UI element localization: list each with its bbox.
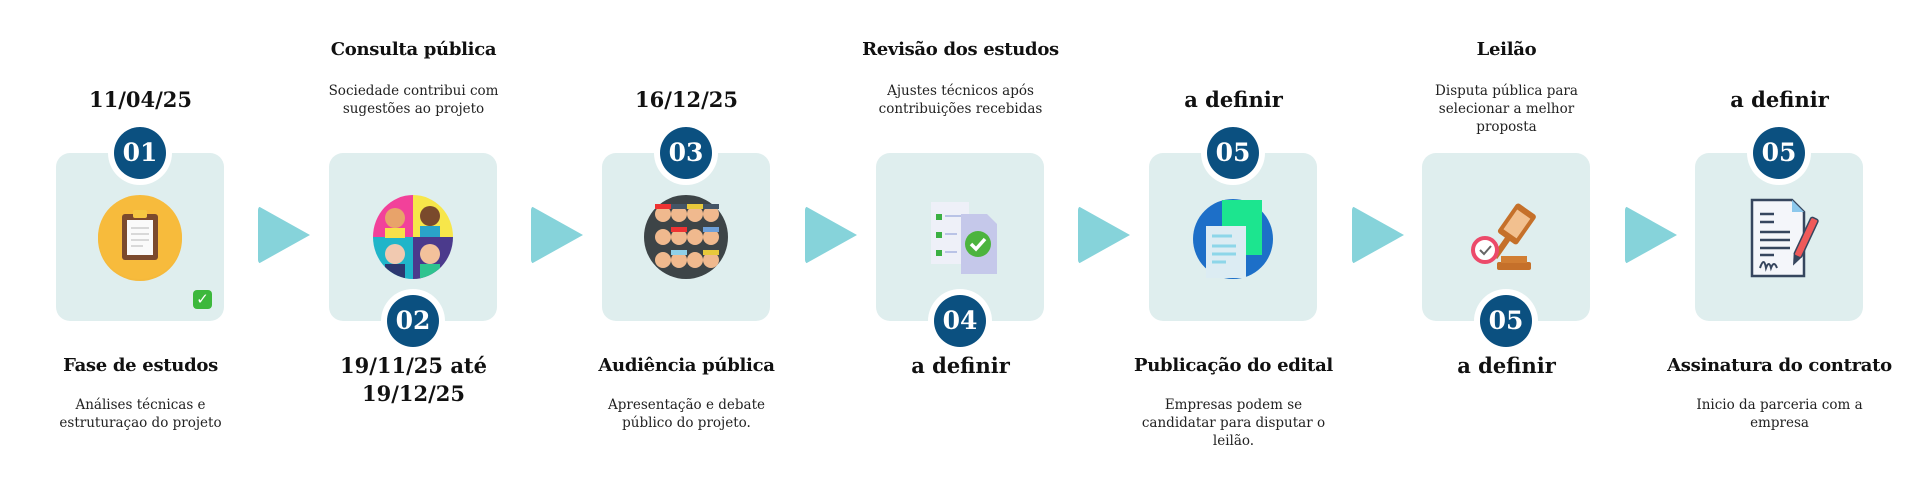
auction-gavel-icon <box>1471 203 1536 270</box>
step-title: Consulta pública <box>330 39 497 60</box>
step-number-badge: 02 <box>387 295 439 347</box>
step-1: 11/04/25 ✓ 01 Fase de estudos Análises t… <box>4 0 277 487</box>
document-check-icon <box>931 202 997 274</box>
step-7: a definir 05 Assinatura do contrato Inic… <box>1643 0 1916 487</box>
people-group-icon <box>373 195 453 279</box>
arrow-right-icon <box>1352 206 1404 264</box>
step-title: Fase de estudos <box>63 355 218 376</box>
step-description: Empresas podem se candidatar para disput… <box>1141 397 1326 449</box>
step-description: Sociedade contribui com sugestões ao pro… <box>328 83 499 117</box>
step-number-badge: 05 <box>1480 295 1532 347</box>
step-description: Inicio da parceria com a empresa <box>1696 397 1863 431</box>
arrow-right-icon <box>1625 206 1677 264</box>
step-number-badge: 03 <box>660 127 712 179</box>
step-date-end: 19/12/25 <box>361 381 465 406</box>
step-title: Audiência pública <box>598 355 775 376</box>
step-3: 16/12/25 03 Audiência pública Apresentaç… <box>550 0 823 487</box>
arrow-right-icon <box>258 206 310 264</box>
step-number-badge: 05 <box>1753 127 1805 179</box>
step-title: Publicação do edital <box>1134 355 1333 376</box>
contract-signature-icon <box>1750 198 1819 278</box>
arrow-right-icon <box>805 206 857 264</box>
step-number-badge: 04 <box>934 295 986 347</box>
step-description: Análises técnicas e estruturaçao do proj… <box>59 397 222 431</box>
step-date: 11/04/25 <box>88 87 192 112</box>
step-date: a definir <box>1730 87 1829 112</box>
step-date: a definir <box>911 353 1010 378</box>
step-date-start: 19/11/25 até <box>340 353 487 378</box>
step-description: Ajustes técnicos após contribuições rece… <box>878 83 1043 117</box>
step-date: 16/12/25 <box>634 87 738 112</box>
step-title: Assinatura do contrato <box>1667 355 1892 376</box>
step-description: Disputa pública para selecionar a melhor… <box>1435 83 1578 135</box>
clipboard-icon <box>98 195 182 281</box>
step-6: Leilão Disputa pública para selecionar a… <box>1370 0 1643 487</box>
step-4: Revisão dos estudos Ajustes técnicos apó… <box>824 0 1097 487</box>
step-number-badge: 01 <box>114 127 166 179</box>
step-title: Revisão dos estudos <box>862 39 1059 60</box>
completed-check-icon: ✓ <box>193 290 212 309</box>
step-date: a definir <box>1457 353 1556 378</box>
step-title: Leilão <box>1476 39 1537 60</box>
documents-icon <box>1193 199 1273 279</box>
step-date: a definir <box>1184 87 1283 112</box>
step-number-badge: 05 <box>1207 127 1259 179</box>
crowd-icon <box>644 195 728 279</box>
step-5: a definir 05 Publicação do edital Empres… <box>1097 0 1370 487</box>
arrow-right-icon <box>1078 206 1130 264</box>
arrow-right-icon <box>531 206 583 264</box>
step-2: Consulta pública Sociedade contribui com… <box>277 0 550 487</box>
step-description: Apresentação e debate público do projeto… <box>608 397 765 431</box>
